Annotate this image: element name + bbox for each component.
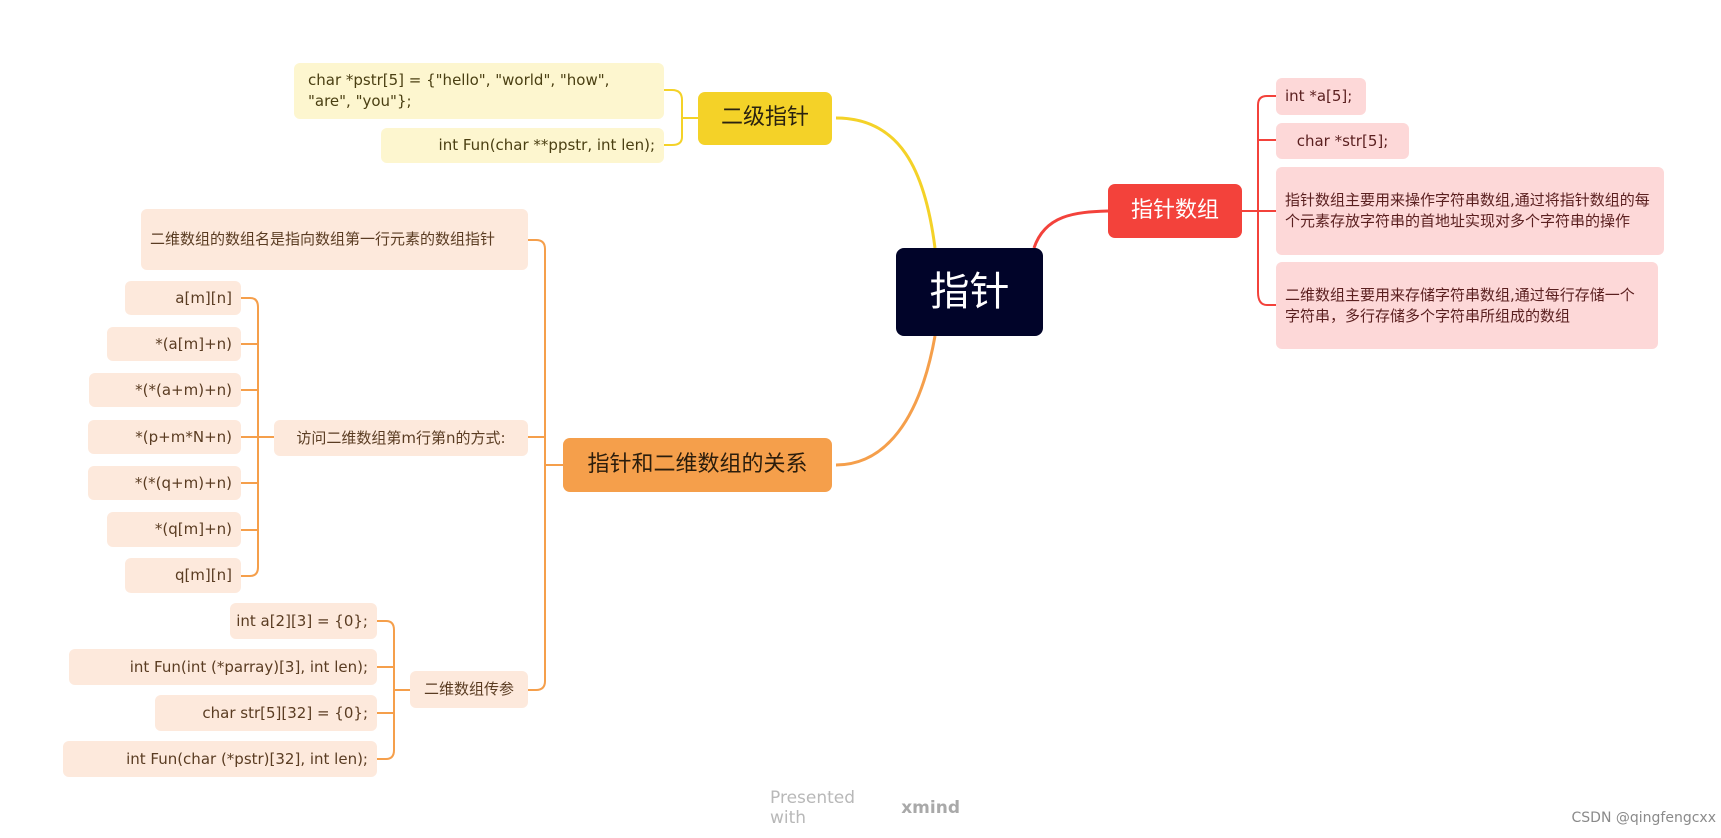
subtopic-2d-array-desc[interactable]: 二维数组主要用来存储字符串数组,通过每行存储一个字符串，多行存储多个字符串所组成… xyxy=(1276,262,1658,349)
param-item[interactable]: int a[2][3] = {0}; xyxy=(230,603,377,639)
subtopic-fun-ppstr[interactable]: int Fun(char **ppstr, int len); xyxy=(381,128,664,163)
footer-prefix: Presented with xyxy=(770,788,856,828)
access-item[interactable]: *(a[m]+n) xyxy=(107,327,241,361)
topic-double-pointer[interactable]: 二级指针 xyxy=(698,92,832,145)
access-item[interactable]: *(*(a+m)+n) xyxy=(89,373,241,407)
access-item[interactable]: *(p+m*N+n) xyxy=(88,420,241,454)
watermark: CSDN @qingfengcxx xyxy=(1571,810,1716,826)
root-topic[interactable]: 指针 xyxy=(896,248,1043,336)
subtopic-2d-array-params[interactable]: 二维数组传参 xyxy=(410,671,528,708)
access-item[interactable]: a[m][n] xyxy=(125,281,241,315)
subtopic-char-pstr[interactable]: char *pstr[5] = {"hello", "world", "how"… xyxy=(294,63,664,119)
topic-pointer-array[interactable]: 指针数组 xyxy=(1108,184,1242,238)
param-item[interactable]: int Fun(char (*pstr)[32], int len); xyxy=(63,741,377,777)
topic-pointer-2d-array[interactable]: 指针和二维数组的关系 xyxy=(563,438,832,492)
subtopic-access-methods[interactable]: 访问二维数组第m行第n的方式: xyxy=(274,420,528,456)
presented-with-footer: Presented with xmind xyxy=(770,788,960,828)
subtopic-char-str[interactable]: char *str[5]; xyxy=(1276,123,1409,159)
access-item[interactable]: *(q[m]+n) xyxy=(107,512,241,547)
access-item[interactable]: *(*(q+m)+n) xyxy=(88,466,241,500)
subtopic-int-a[interactable]: int *a[5]; xyxy=(1276,78,1366,115)
xmind-logo: xmind xyxy=(901,798,960,818)
subtopic-pointer-array-desc[interactable]: 指针数组主要用来操作字符串数组,通过将指针数组的每个元素存放字符串的首地址实现对… xyxy=(1276,167,1664,255)
access-item[interactable]: q[m][n] xyxy=(125,558,241,593)
param-item[interactable]: int Fun(int (*parray)[3], int len); xyxy=(69,649,377,685)
subtopic-2d-array-name[interactable]: 二维数组的数组名是指向数组第一行元素的数组指针 xyxy=(141,209,528,270)
param-item[interactable]: char str[5][32] = {0}; xyxy=(155,695,377,731)
